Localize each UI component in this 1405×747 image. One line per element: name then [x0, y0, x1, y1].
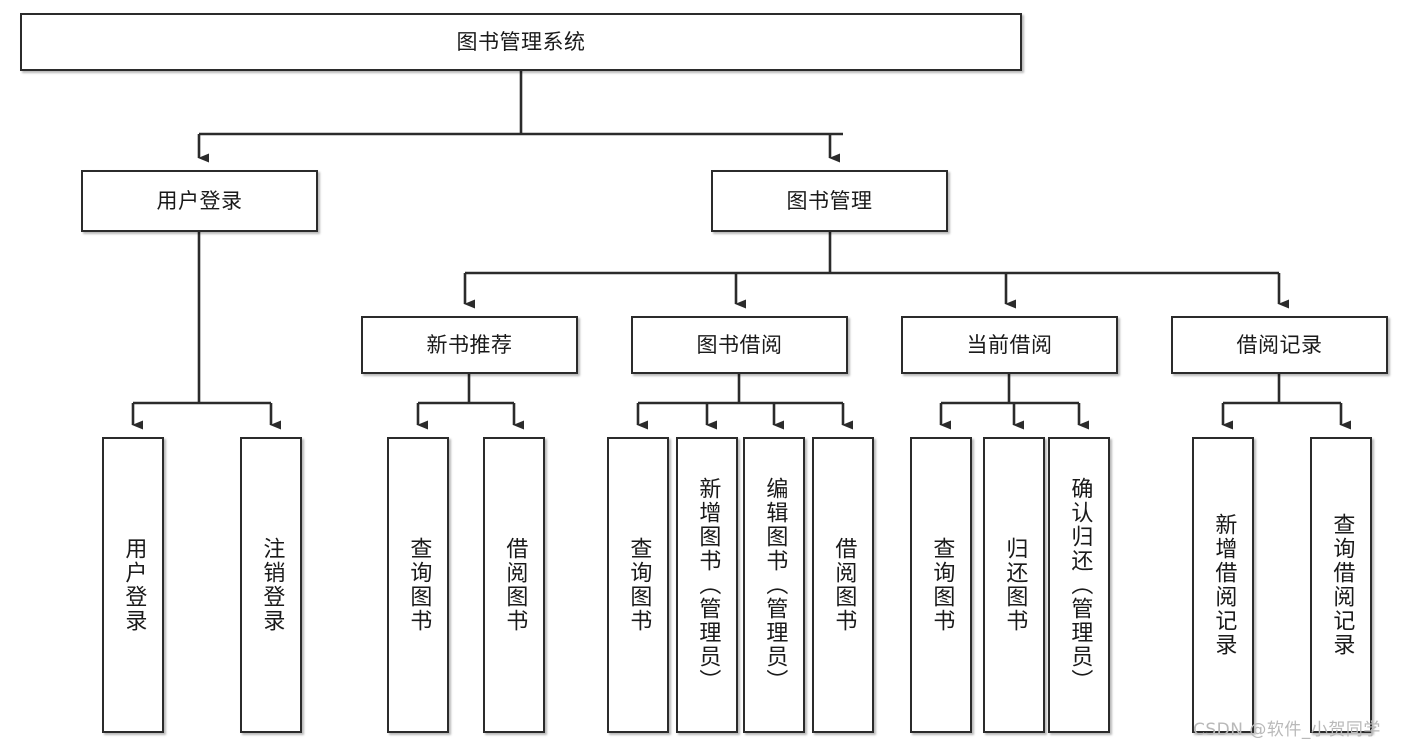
leaf-node[interactable]: 用户登录 — [102, 437, 164, 733]
leaf-node[interactable]: 归还图书 — [983, 437, 1045, 733]
csdn-watermark: CSDN @软件_小贺同学 — [1193, 720, 1381, 740]
leaf-node[interactable]: 借阅图书 — [483, 437, 545, 733]
leaf-node-label: 确认归还（管理员） — [1067, 477, 1093, 693]
leaf-node-label: 查询图书 — [626, 537, 652, 633]
node-current-borrow[interactable]: 当前借阅 — [901, 316, 1118, 374]
node-user-login[interactable]: 用户登录 — [81, 170, 318, 232]
node-book-borrow[interactable]: 图书借阅 — [631, 316, 848, 374]
node-current-borrow-label: 当前借阅 — [966, 332, 1053, 357]
node-user-login-label: 用户登录 — [156, 188, 243, 213]
leaf-node[interactable]: 新增图书（管理员） — [676, 437, 738, 733]
node-root-label: 图书管理系统 — [456, 29, 586, 54]
leaf-node[interactable]: 查询图书 — [387, 437, 449, 733]
leaf-node-label: 归还图书 — [1002, 537, 1028, 633]
leaf-node-label: 注销登录 — [259, 537, 285, 633]
node-new-book-recommend-label: 新书推荐 — [426, 332, 513, 357]
node-new-book-recommend[interactable]: 新书推荐 — [361, 316, 578, 374]
leaf-node-label: 查询图书 — [929, 537, 955, 633]
leaf-node[interactable]: 查询借阅记录 — [1310, 437, 1372, 733]
node-root[interactable]: 图书管理系统 — [20, 13, 1022, 71]
leaf-node[interactable]: 借阅图书 — [812, 437, 874, 733]
leaf-node-label: 新增图书（管理员） — [695, 477, 721, 693]
leaf-node[interactable]: 查询图书 — [910, 437, 972, 733]
node-book-management[interactable]: 图书管理 — [711, 170, 948, 232]
leaf-node-label: 编辑图书（管理员） — [762, 477, 788, 693]
leaf-node[interactable]: 新增借阅记录 — [1192, 437, 1254, 733]
node-borrow-record-label: 借阅记录 — [1236, 332, 1323, 357]
leaf-node[interactable]: 查询图书 — [607, 437, 669, 733]
leaf-node-label: 新增借阅记录 — [1211, 513, 1237, 657]
leaf-node-label: 借阅图书 — [502, 537, 528, 633]
node-borrow-record[interactable]: 借阅记录 — [1171, 316, 1388, 374]
leaf-node[interactable]: 注销登录 — [240, 437, 302, 733]
leaf-node[interactable]: 确认归还（管理员） — [1048, 437, 1110, 733]
leaf-node[interactable]: 编辑图书（管理员） — [743, 437, 805, 733]
leaf-node-label: 查询图书 — [406, 537, 432, 633]
leaf-node-label: 借阅图书 — [831, 537, 857, 633]
leaf-node-label: 用户登录 — [121, 537, 147, 633]
node-book-management-label: 图书管理 — [786, 188, 873, 213]
leaf-node-label: 查询借阅记录 — [1329, 513, 1355, 657]
node-book-borrow-label: 图书借阅 — [696, 332, 783, 357]
